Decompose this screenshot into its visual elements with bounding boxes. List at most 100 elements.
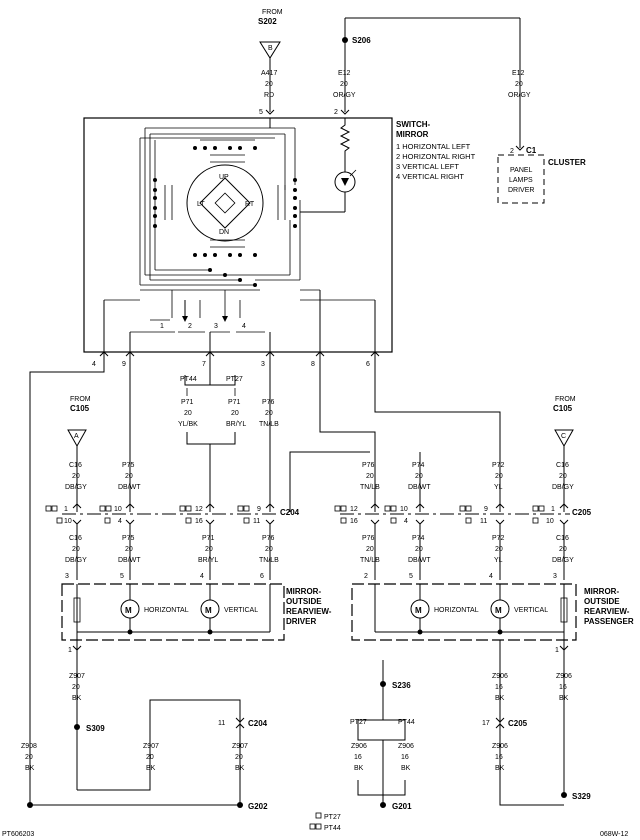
c205-pin-1: 1	[551, 506, 555, 513]
lamp-led-icon	[341, 178, 349, 186]
c205-ground-pin: 17	[482, 720, 490, 727]
left-from-conn: C105	[70, 404, 90, 413]
c204-pin-4: 4	[118, 518, 122, 525]
sw-pin-3: 3	[261, 361, 265, 368]
wire-z908	[29, 362, 105, 805]
mirror-driver-title-3: REARVIEW-	[286, 607, 332, 616]
inner-pin-3: 3	[214, 323, 218, 330]
z906a-circuit: Z906	[351, 743, 367, 750]
driver-pin-bottom: 1	[68, 647, 72, 654]
p72-below-pin: 4	[489, 573, 493, 580]
c16r-below-gauge: 20	[559, 546, 567, 553]
z907b-gauge: 20	[146, 754, 154, 761]
c204-label: C204	[280, 508, 300, 517]
z906mid-color: BK	[495, 765, 505, 772]
switch-legend-3: 3 VERTICAL LEFT	[396, 162, 459, 171]
z907b-color: BK	[146, 765, 156, 772]
driver-motor-m2: M	[205, 606, 212, 615]
wire-p76-cross	[319, 362, 376, 512]
p72-below-circuit: P72	[492, 535, 505, 542]
switch-title-1: SWITCH-	[396, 120, 431, 129]
p71a-gauge: 20	[184, 410, 192, 417]
p75-below-pin: 5	[120, 573, 124, 580]
e12-left-circuit: E12	[338, 70, 351, 77]
mirror-pass-title-2: OUTSIDE	[584, 597, 620, 606]
joystick-center	[214, 192, 236, 214]
c16l-below-color: DB/GY	[65, 557, 87, 564]
joy-up: UP	[219, 174, 229, 181]
z906b-color: BK	[401, 765, 411, 772]
c205-label: C205	[572, 508, 592, 517]
driver-ground-terminal	[72, 645, 82, 651]
p71a-color: YL/BK	[178, 421, 198, 428]
c205-pin-11: 11	[480, 518, 487, 525]
p76-sw-color: TN/LB	[259, 421, 279, 428]
joystick-diamond	[199, 177, 251, 229]
z907b-circuit: Z907	[143, 743, 159, 750]
p76r-below-circuit: P76	[362, 535, 375, 542]
g202-ground-icon	[237, 802, 243, 808]
p72-below-gauge: 20	[495, 546, 503, 553]
b-tag-label: B	[268, 45, 273, 52]
joy-lt: LT	[197, 201, 205, 208]
switch-internal-wiring	[139, 118, 301, 300]
z908-gauge: 20	[25, 754, 33, 761]
z906b-gauge: 16	[401, 754, 409, 761]
e12-left-pin: 2	[334, 109, 338, 116]
joystick-circle	[186, 164, 264, 242]
c205-pin-10: 10	[400, 506, 408, 513]
pt27-mid: PT27	[350, 719, 367, 726]
p74-below-pin: 5	[409, 573, 413, 580]
sw-pin-8: 8	[311, 361, 315, 368]
z906right-color: BK	[559, 695, 569, 702]
p72-below-color: YL	[494, 557, 503, 564]
c16l-color: DB/GY	[65, 484, 87, 491]
z906right-circuit: Z906	[556, 673, 572, 680]
p75-below-gauge: 20	[125, 546, 133, 553]
driver-horizontal-motor-icon	[120, 599, 140, 619]
lamp-resistor	[339, 118, 351, 172]
c16r-below-pin: 3	[553, 573, 557, 580]
cluster-terminal	[515, 145, 525, 151]
c16l-below-pin: 3	[65, 573, 69, 580]
z906a-color: BK	[354, 765, 364, 772]
mirror-driver-title-1: MIRROR-	[286, 587, 321, 596]
z907c-gauge: 20	[235, 754, 243, 761]
mirror-driver-internal	[73, 584, 271, 640]
p71-below-pin: 4	[200, 573, 204, 580]
p76l-below-gauge: 20	[265, 546, 273, 553]
p76r-below-gauge: 20	[366, 546, 374, 553]
p76r-color: TN/LB	[360, 484, 380, 491]
joy-dn: DN	[219, 229, 229, 236]
p74-below-color: DB/WT	[408, 557, 431, 564]
c205-ground-label: C205	[508, 719, 528, 728]
c204-ground-label: C204	[248, 719, 268, 728]
z907a-circuit: Z907	[69, 673, 85, 680]
s206-label: S206	[352, 36, 371, 45]
p71-below-circuit: P71	[202, 535, 215, 542]
p76-sw-circuit: P76	[262, 399, 275, 406]
sw-pin-4: 4	[92, 361, 96, 368]
footer-left-code: PT606203	[2, 831, 34, 838]
p76l-below-circuit: P76	[262, 535, 275, 542]
z908-circuit: Z908	[21, 743, 37, 750]
connector-c-tag	[554, 429, 574, 448]
c204-ground-mark-bottom	[235, 723, 245, 729]
c205-pin-10b: 10	[546, 518, 554, 525]
s236-label: S236	[392, 681, 411, 690]
p74r-color: DB/WT	[408, 484, 431, 491]
p72r-color: YL	[494, 484, 503, 491]
c16l-below-circuit: C16	[69, 535, 82, 542]
left-from: FROM	[70, 396, 91, 403]
c204-pin-16: 16	[195, 518, 203, 525]
cluster-name: CLUSTER	[548, 158, 586, 167]
c205-pin-9: 9	[484, 506, 488, 513]
cluster-driver-line1: PANEL	[510, 167, 533, 174]
pass-pin-bottom: 1	[555, 647, 559, 654]
inner-pin-4: 4	[242, 323, 246, 330]
pass-ground-terminal	[559, 645, 569, 651]
mirror-driver-box	[61, 583, 285, 641]
p76-sw-gauge: 20	[265, 410, 273, 417]
p74-below-circuit: P74	[412, 535, 425, 542]
